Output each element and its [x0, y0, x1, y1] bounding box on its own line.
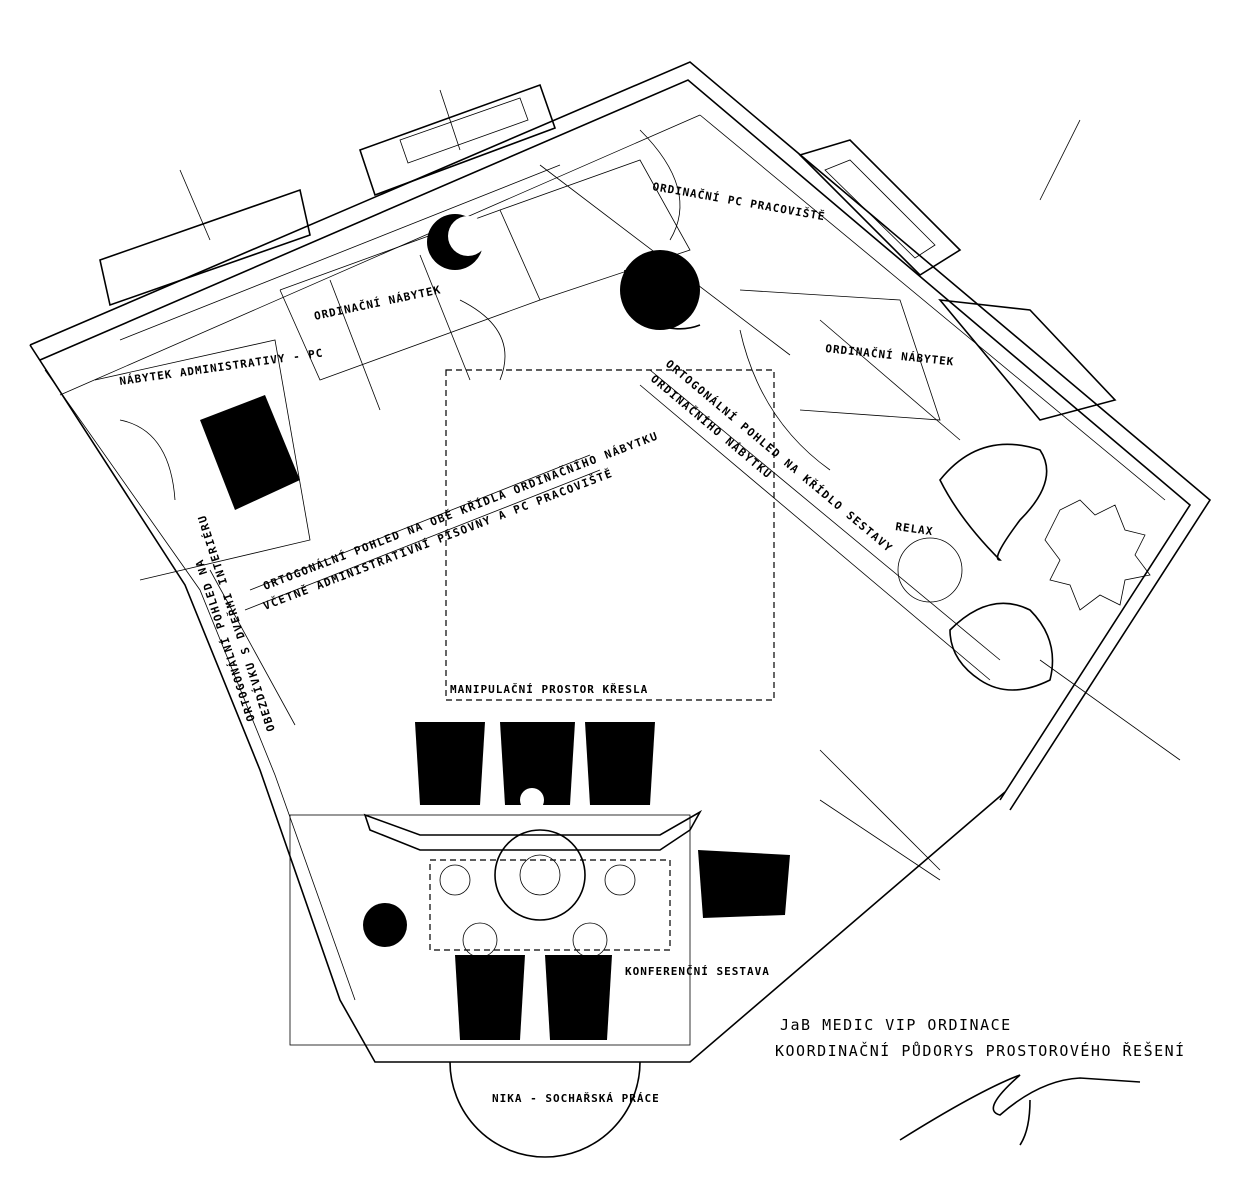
relax-sofas — [897, 443, 1151, 691]
label-furniture-right: ORDINAČNÍ NÁBYTEK — [825, 342, 955, 368]
niche-arc — [449, 1061, 641, 1158]
label-furniture-left: ORDINAČNÍ NÁBYTEK — [313, 283, 442, 323]
conference-table — [289, 809, 703, 1046]
black-furniture — [200, 214, 790, 1040]
label-admin: NÁBYTEK ADMINISTRATIVY - PC — [119, 346, 325, 388]
label-conference: KONFERENČNÍ SESTAVA — [625, 965, 770, 978]
title-line2: KOORDINAČNÍ PŮDORYS PROSTOROVÉHO ŘEŠENÍ — [775, 1041, 1186, 1060]
manipulation-area — [445, 369, 775, 701]
furniture-outlines — [94, 129, 961, 581]
title-line1: JaB MEDIC VIP ORDINACE — [780, 1016, 1012, 1034]
section-lines — [179, 89, 1081, 871]
label-niche: NIKA - SOCHAŘSKÁ PRÁCE — [492, 1092, 660, 1105]
view-left-line1: ORTOGONÁLNÍ POHLED NA OBĚ KŘÍDLA ORDINAČ… — [261, 429, 660, 593]
windows — [99, 83, 1117, 421]
view-right-line1: ORTOGONÁLNÍ POHLED NA KŘÍDLO SESTAVY — [663, 357, 895, 555]
label-relax: RELAX — [895, 520, 935, 538]
label-pc-workplace: ORDINAČNÍ PC PRACOVIŠTĚ — [651, 180, 826, 223]
label-manipulation: MANIPULAČNÍ PROSTOR KŘESLA — [450, 683, 648, 696]
view-left-line2: VČETNĚ ADMINISTRATIVNÍ PÍSOVNY A PC PRAC… — [261, 467, 614, 613]
outer-walls — [29, 61, 1212, 1063]
signature — [899, 1074, 1141, 1146]
view-vertical-line2: OBEZDÍVKU S DVEŘMI INTERIÉRU — [195, 513, 278, 733]
